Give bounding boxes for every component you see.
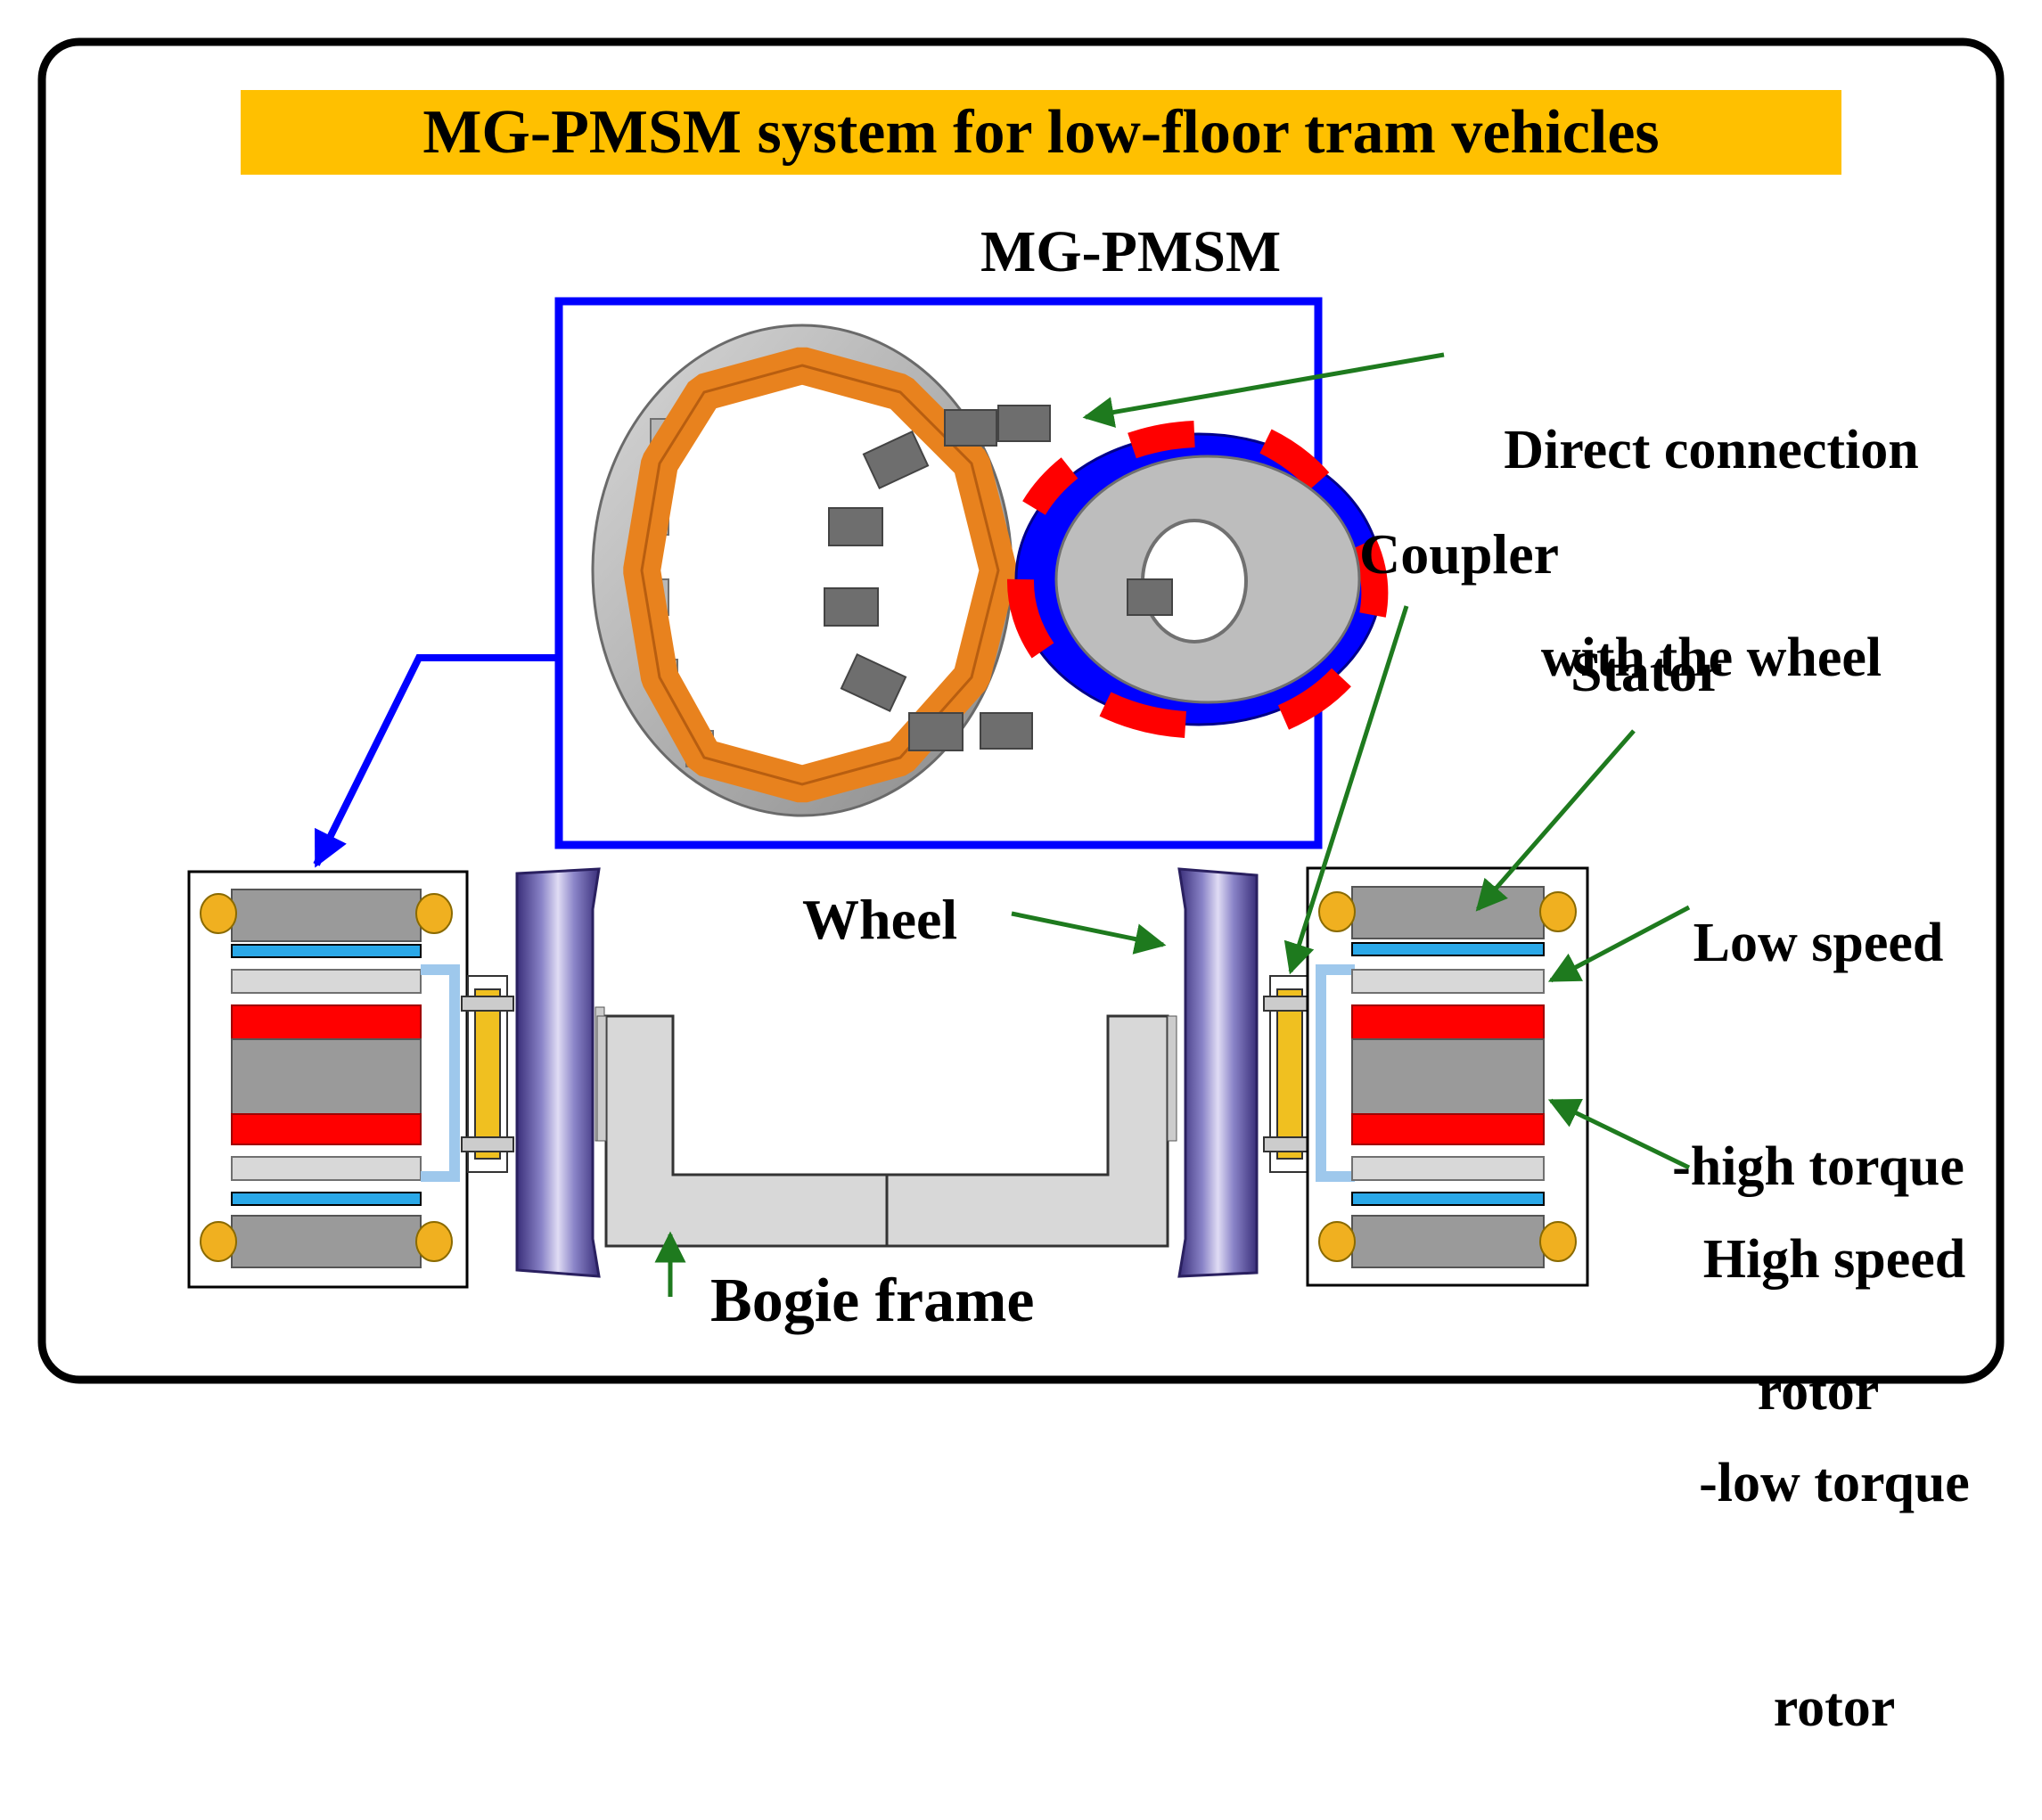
wheel-label: Wheel: [802, 888, 958, 951]
bogie-frame: [596, 1014, 1177, 1248]
high-speed-rotor-label: High speed -low torque rotor: [1638, 1074, 2030, 1820]
stator-arrow: [1475, 729, 1636, 912]
low-speed-rotor-label: Low speed -high torque rotor: [1631, 758, 2005, 1504]
right-motor: [1306, 866, 1589, 1287]
direct-connection-label: Direct connection with the wheel: [1462, 278, 1961, 762]
stator-label: Stator: [1570, 640, 1723, 703]
low-speed-line1: Low speed: [1693, 913, 1944, 974]
low-speed-line3: rotor: [1757, 1360, 1880, 1422]
coupler-label: Coupler: [1359, 522, 1559, 586]
direct-connection-arrow: [1082, 352, 1445, 428]
left-wheel: [515, 867, 605, 1278]
high-speed-rotor-arrow: [1547, 1098, 1691, 1170]
diagram-title: MG-PMSM system for low-floor tram vehicl…: [241, 90, 1841, 175]
mg-pmsm-illustration: [591, 324, 1389, 817]
inset-connector-arrow: [313, 654, 559, 868]
coupler-arrow: [1283, 605, 1409, 975]
left-coupler: [461, 975, 514, 1173]
direct-connection-line2: with the wheel: [1540, 627, 1882, 688]
right-coupler: [1263, 975, 1316, 1173]
left-motor: [187, 870, 469, 1289]
high-speed-line3: rotor: [1773, 1677, 1896, 1738]
low-speed-rotor-arrow: [1547, 905, 1691, 983]
bogie-frame-label: Bogie frame: [710, 1267, 1035, 1335]
right-wheel: [1177, 867, 1259, 1278]
inset-title-label: MG-PMSM: [980, 219, 1282, 284]
direct-connection-line1: Direct connection: [1504, 420, 1919, 480]
high-speed-line1: High speed: [1702, 1229, 1966, 1291]
diagram-stage: MG-PMSM system for low-floor tram vehicl…: [37, 37, 2005, 1738]
low-speed-line2: -high torque: [1672, 1136, 1964, 1198]
wheel-arrow: [1011, 911, 1167, 955]
high-speed-line2: -low torque: [1699, 1453, 1970, 1514]
diagram-canvas: [37, 37, 2005, 1384]
